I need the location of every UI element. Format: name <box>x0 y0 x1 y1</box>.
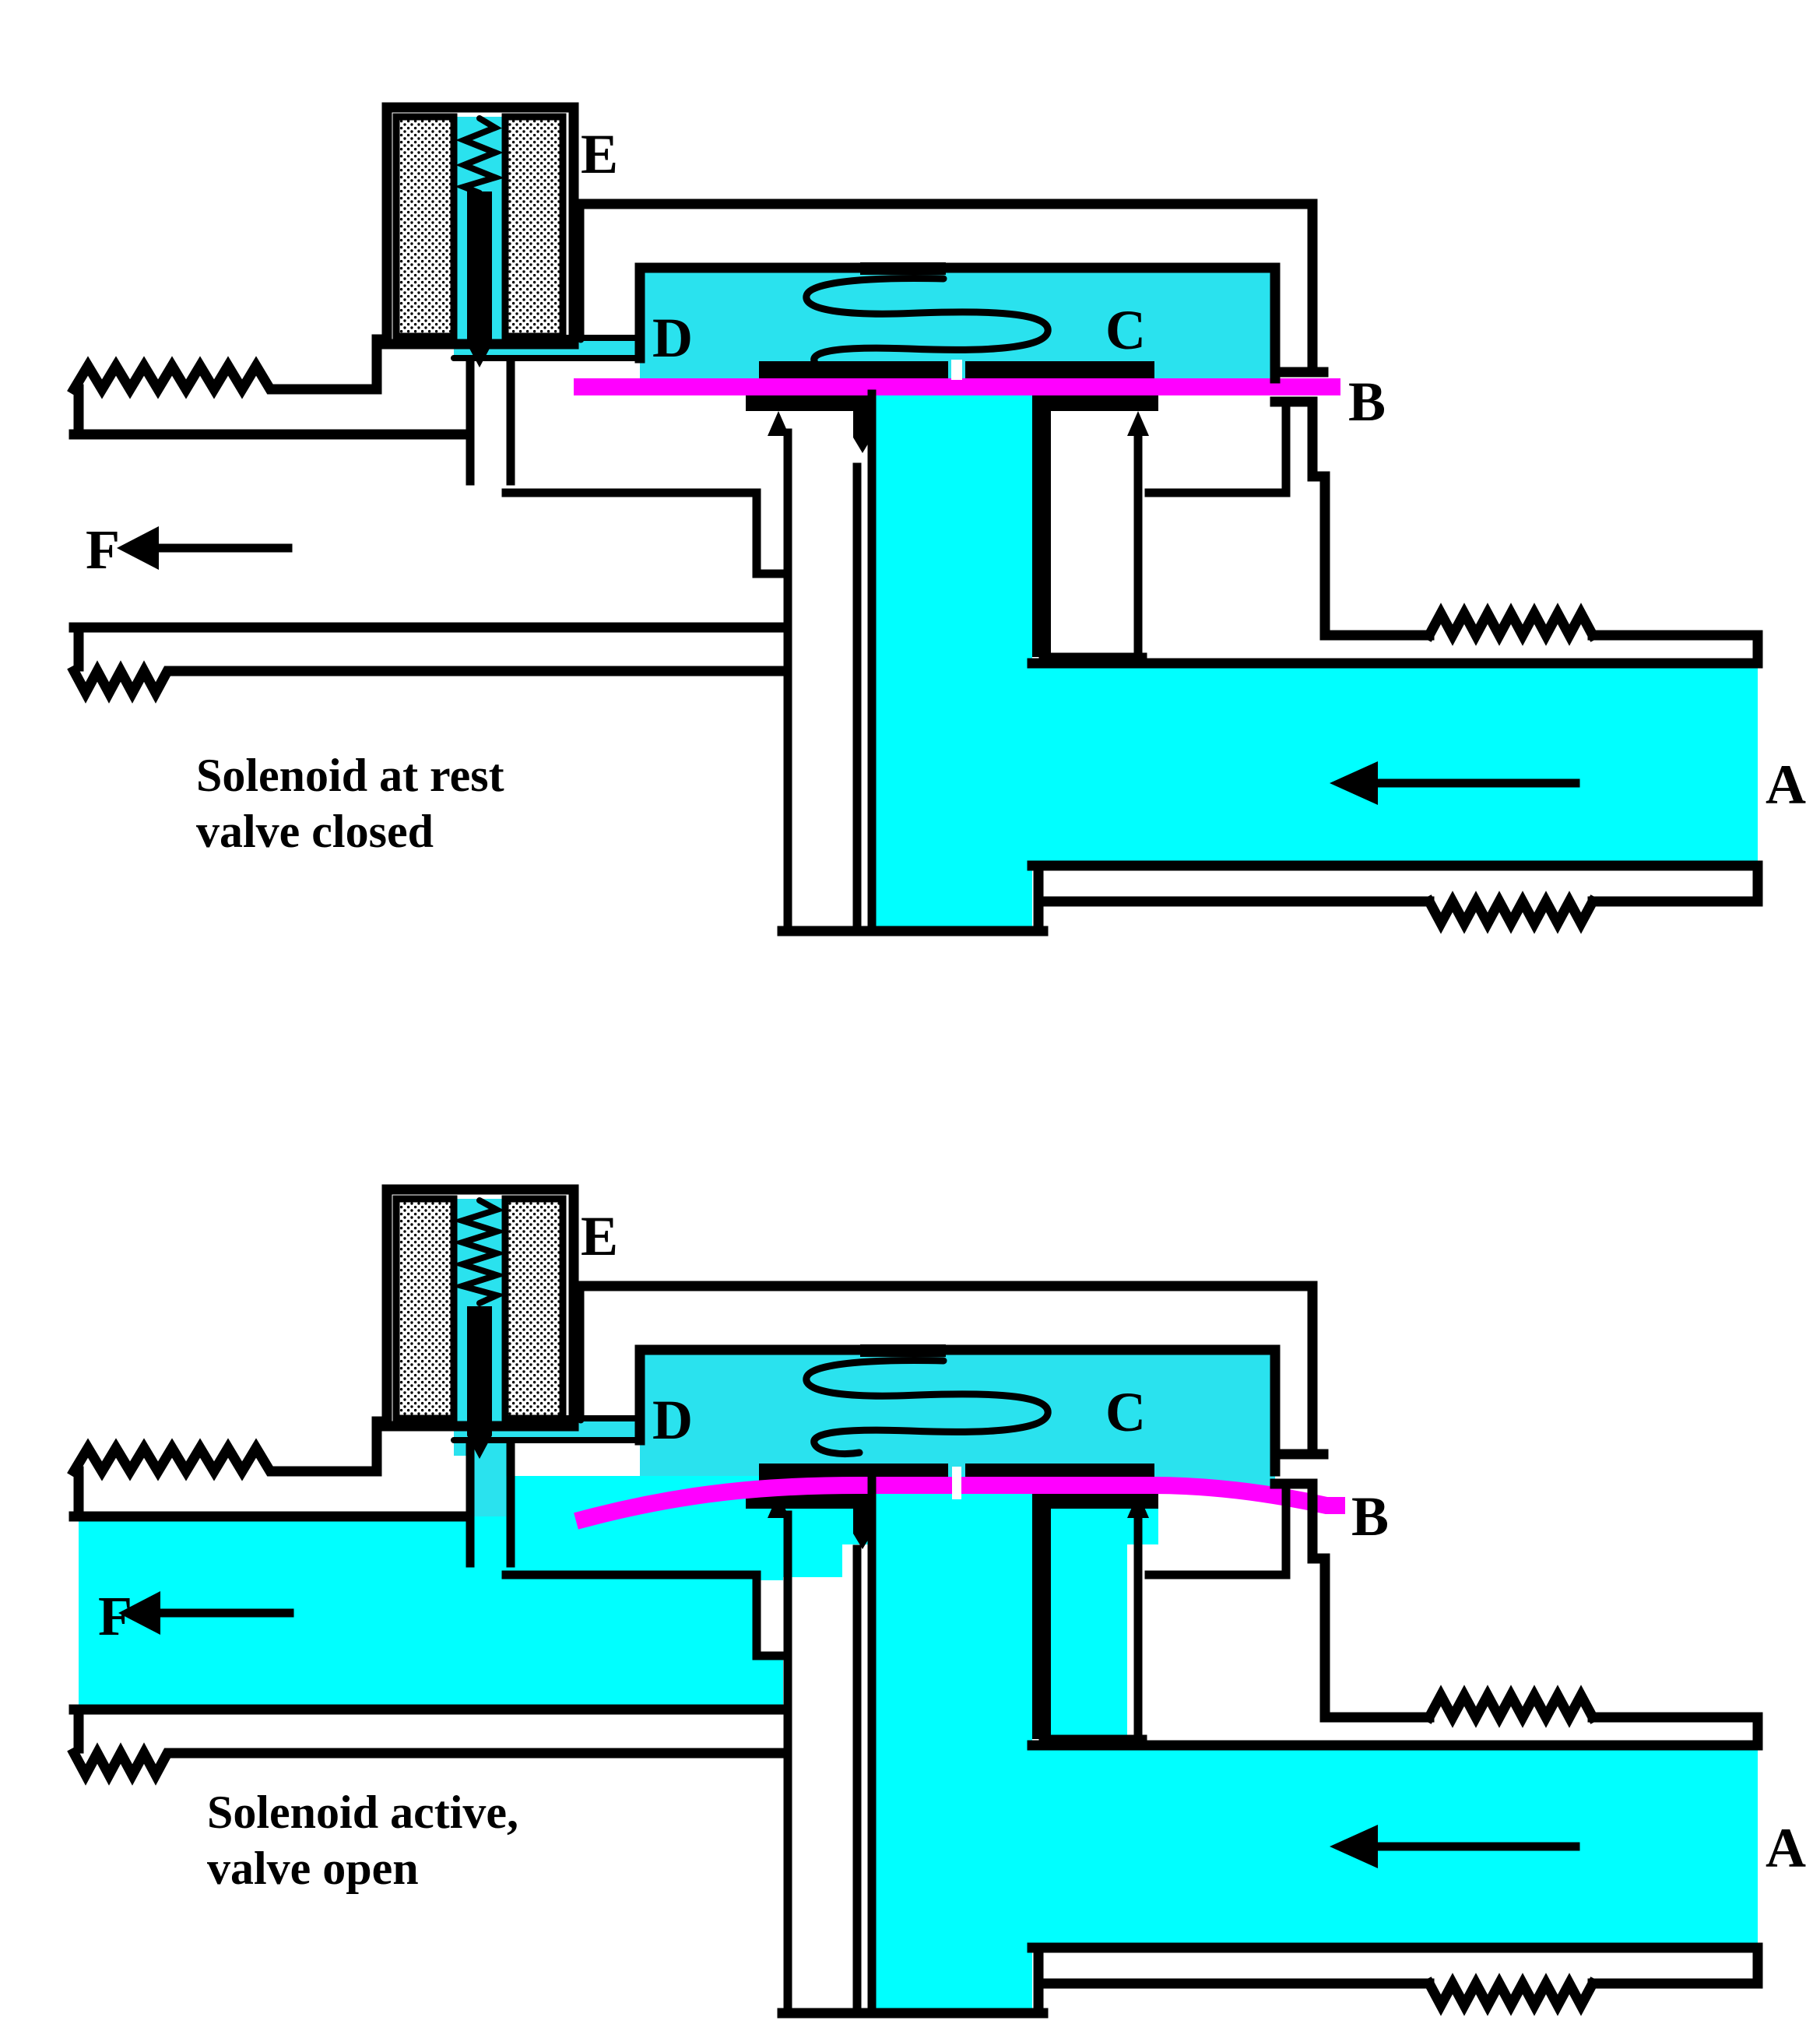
diaphragm-membrane <box>574 1477 1345 1530</box>
caption-closed-line2: valve closed <box>196 806 434 857</box>
flow-arrow-outlet-F <box>118 1591 294 1635</box>
diaphragm-leg-left-tip <box>853 437 872 453</box>
chamber-spring <box>803 1357 1052 1457</box>
label-inlet-A: A <box>1766 754 1806 816</box>
label-diaphragm-B: B <box>1351 1485 1389 1548</box>
pilot-drain-walls <box>466 355 515 486</box>
flow-arrow-inlet-A <box>1330 1825 1580 1868</box>
caption-open-line2: valve open <box>207 1843 419 1894</box>
diaphragm-plate-upper-right <box>965 1464 1154 1481</box>
diaphragm-plate-lower-left <box>746 395 872 411</box>
valve-body-outline <box>67 1281 1763 2019</box>
seat-wall-right-of-riser <box>1032 1493 1051 1739</box>
chamber-outline <box>634 1344 1281 1477</box>
diaphragm-membrane <box>574 378 1340 395</box>
label-pilot-chamber-D: D <box>652 307 693 369</box>
pilot-drain-walls <box>466 1437 515 1568</box>
seat-internal-walls <box>501 1471 1291 2013</box>
control-chamber-fluid <box>640 1350 1275 1487</box>
left-annulus-channel <box>792 1593 852 2005</box>
label-pilot-chamber-D: D <box>652 1389 693 1451</box>
label-outlet-F: F <box>86 518 120 581</box>
diaphragm-plate-lower-right <box>1032 395 1158 411</box>
solenoid-shell <box>381 1184 579 1432</box>
diaphragm-leg-left-tip <box>853 1534 872 1549</box>
pilot-bleed-slit <box>951 360 962 380</box>
solenoid-coil-right <box>501 1195 567 1422</box>
flow-arrow-outlet-F <box>117 526 293 570</box>
solenoid-shell <box>381 102 579 350</box>
caption-open-line1: Solenoid active, <box>207 1787 518 1838</box>
pilot-bleed-slit <box>952 1467 961 1499</box>
diaphragm-plate-upper-right <box>965 361 1154 378</box>
plunger-rod <box>467 192 492 344</box>
chamber-spring <box>803 275 1052 375</box>
label-inlet-A: A <box>1766 1817 1806 1879</box>
flow-arrow-inlet-A <box>1330 761 1580 805</box>
label-diaphragm-B: B <box>1348 371 1386 433</box>
solenoid-coil-left <box>392 113 458 340</box>
chamber-outline <box>634 262 1281 384</box>
label-control-chamber-C: C <box>1105 1381 1146 1443</box>
label-solenoid-E: E <box>581 1205 618 1267</box>
plunger-rod <box>467 1306 492 1435</box>
solenoid-spring <box>451 1197 508 1306</box>
valve-body-outline <box>67 199 1763 936</box>
solenoid-coil-right <box>501 113 567 340</box>
label-solenoid-E: E <box>581 123 618 185</box>
right-annulus-fluid <box>1051 1493 1127 1739</box>
solenoid-spring <box>454 115 505 196</box>
caption-closed-line1: Solenoid at rest <box>196 750 504 801</box>
seat-body-step <box>757 1580 783 1656</box>
seat-internal-walls <box>501 389 1291 931</box>
label-control-chamber-C: C <box>1105 299 1146 361</box>
diagram-valve-open: E D C B A F Solenoid active, valve open <box>67 1184 1806 2019</box>
seat-wall-right-of-riser <box>1032 411 1051 657</box>
diaphragm-plate-upper-left <box>759 1464 948 1481</box>
label-outlet-F: F <box>98 1585 132 1647</box>
diagram-valve-closed: E D C B A F Solenoid at rest valve close… <box>67 102 1806 936</box>
inlet-passage-fluid <box>1032 668 1758 861</box>
inlet-riser-fluid <box>872 1476 1032 2008</box>
diaphragm-plate-lower-right <box>1032 1493 1158 1509</box>
solenoid-coil-left <box>392 1195 458 1422</box>
inlet-riser-fluid <box>872 394 1032 926</box>
